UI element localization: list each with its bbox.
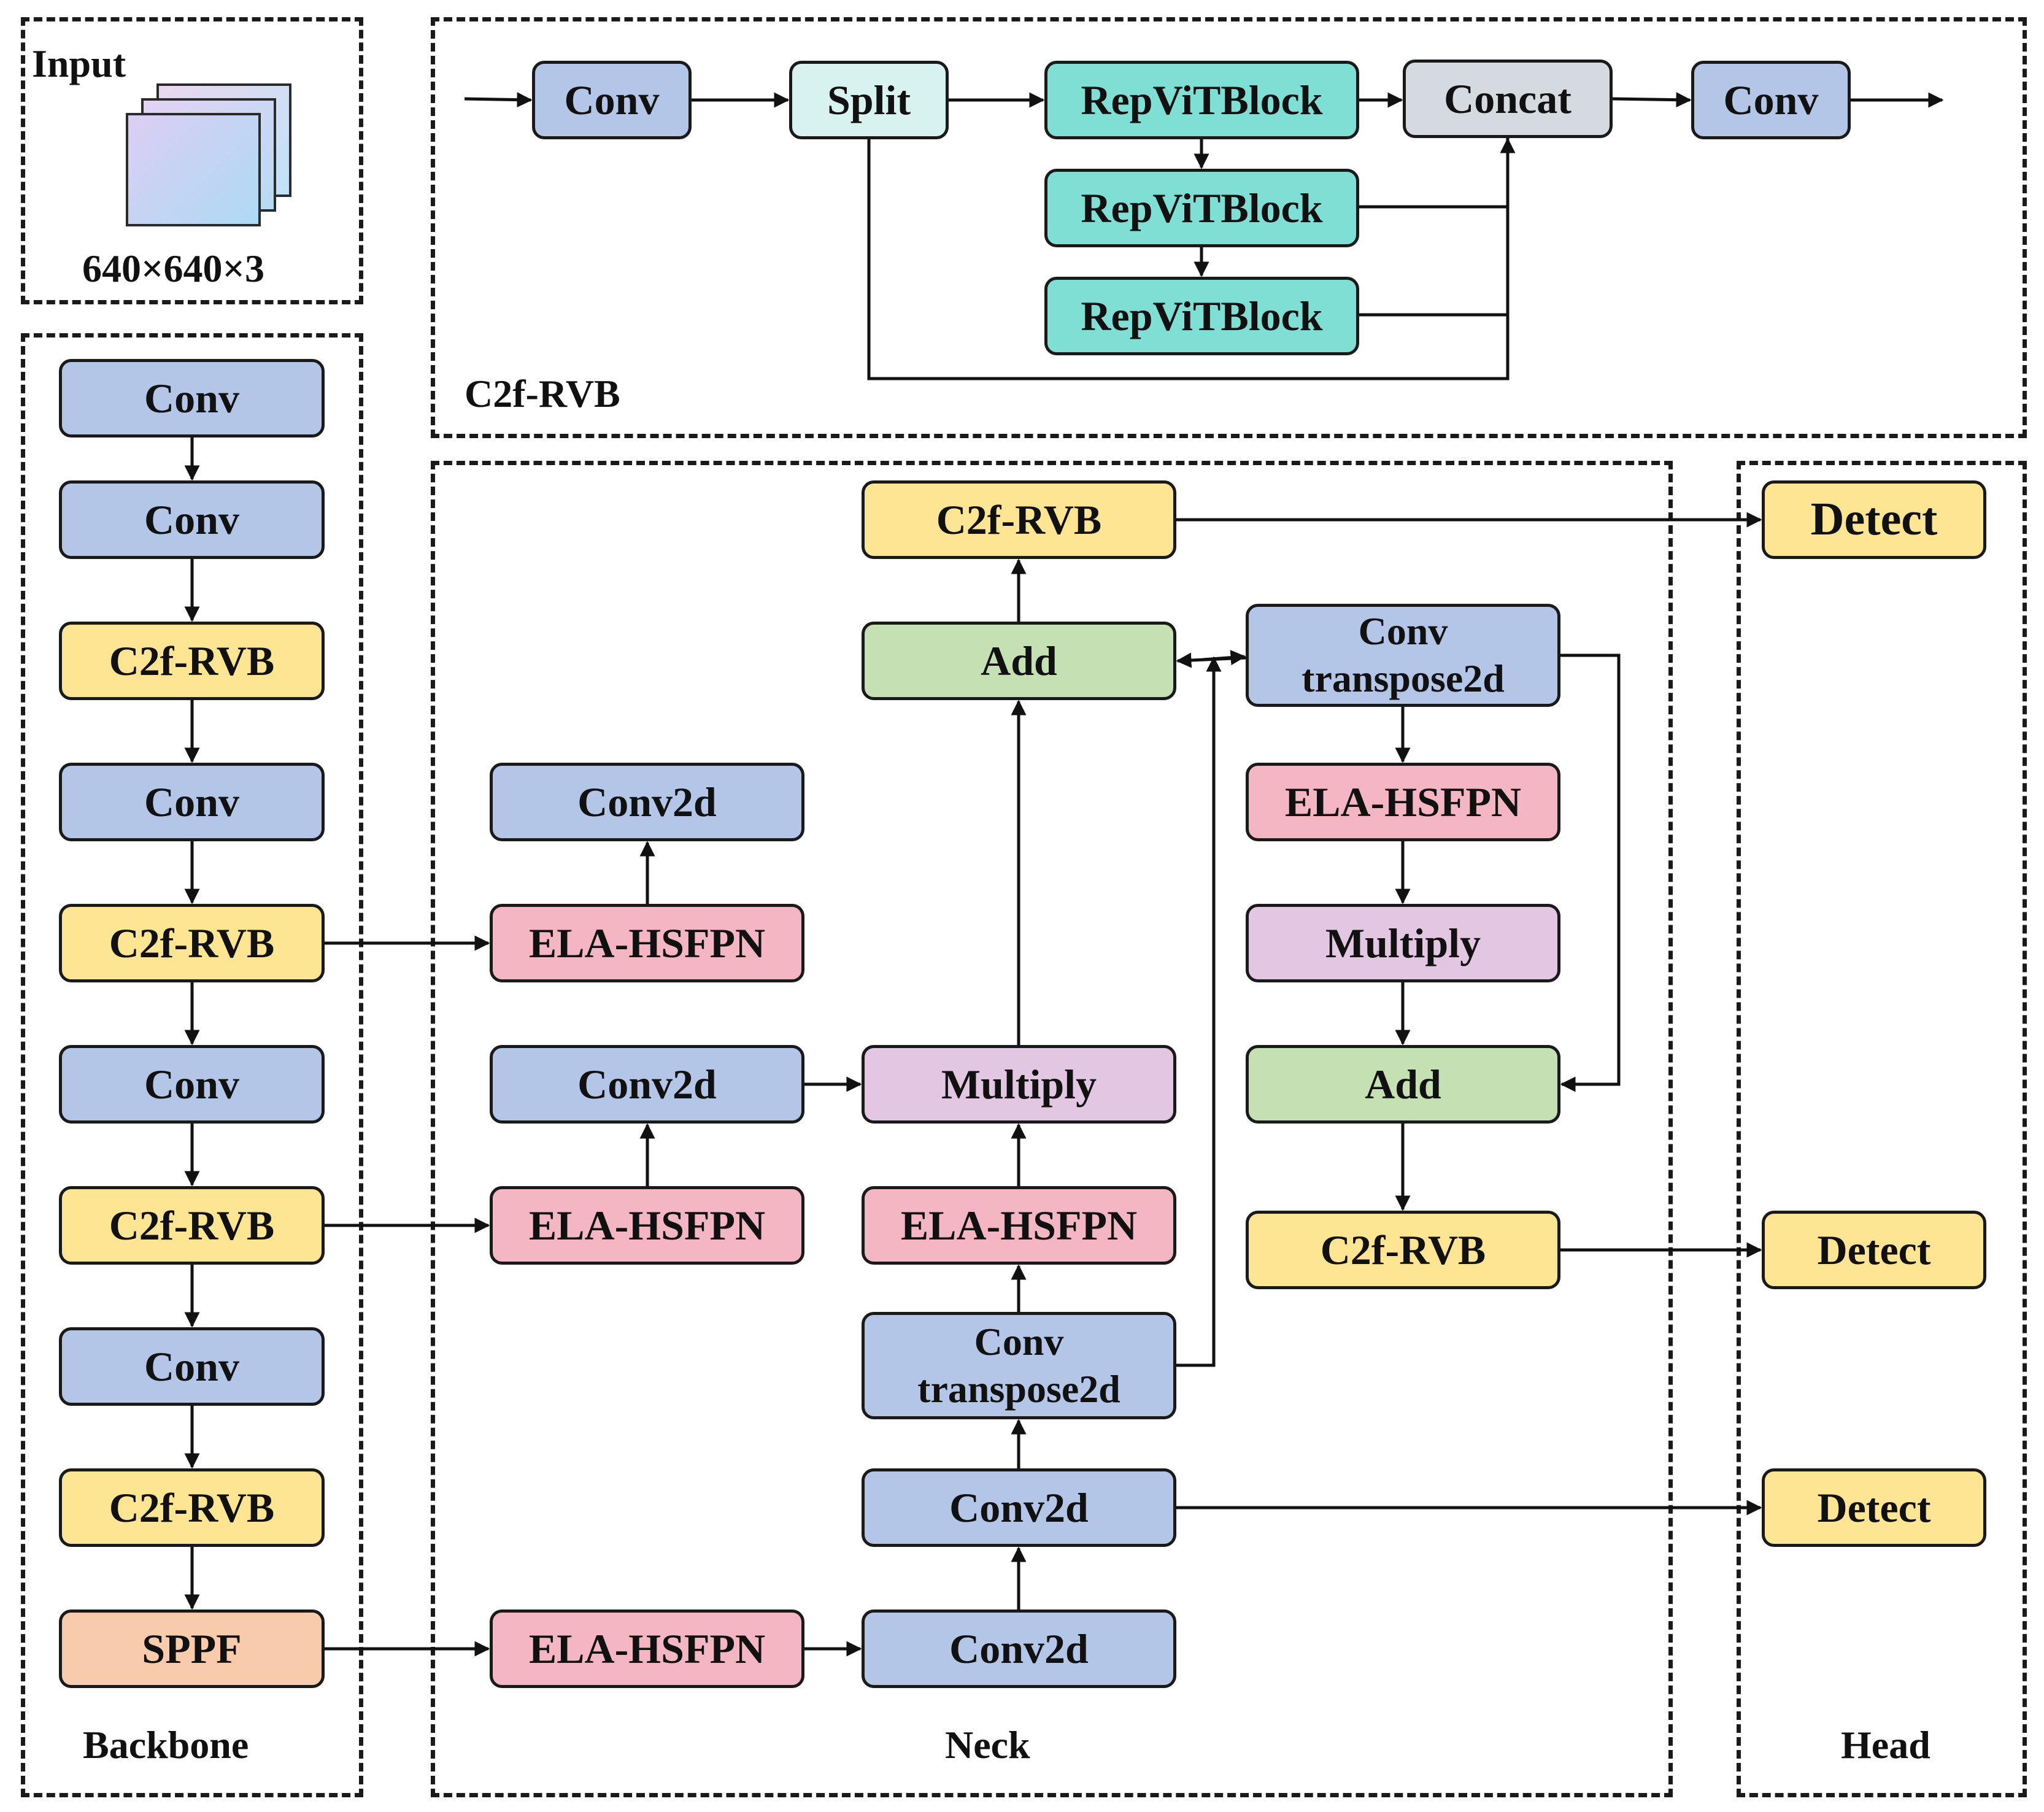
neck-ela-hsfpn-a: ELA-HSFPN <box>490 904 804 982</box>
neck-label: Neck <box>945 1723 1030 1767</box>
c2f-repvit-block-2: RepViTBlock <box>1044 169 1359 247</box>
c2f-rvb-panel-label: C2f-RVB <box>465 372 620 415</box>
neck-conv2d-bottom: Conv2d <box>862 1610 1176 1688</box>
neck-multiply-middle: Multiply <box>862 1045 1176 1124</box>
neck-add-middle: Add <box>862 622 1176 700</box>
backbone-label: Backbone <box>83 1723 249 1767</box>
neck-multiply-right: Multiply <box>1246 904 1560 982</box>
neck-conv2d-middle: Conv2d <box>862 1468 1176 1547</box>
backbone-conv-1: Conv <box>59 359 325 438</box>
head-panel <box>1737 461 2027 1797</box>
input-label: Input <box>32 42 126 85</box>
input-size-label: 640×640×3 <box>82 247 264 290</box>
backbone-c2f-rvb-4: C2f-RVB <box>59 1468 325 1547</box>
backbone-c2f-rvb-3: C2f-RVB <box>59 1186 325 1265</box>
input-panel <box>21 17 363 304</box>
neck-conv2d-b: Conv2d <box>490 1045 804 1124</box>
backbone-c2f-rvb-1: C2f-RVB <box>59 622 325 700</box>
neck-conv-transpose2d-right: Conv transpose2d <box>1246 604 1560 707</box>
neck-ela-hsfpn-right: ELA-HSFPN <box>1246 763 1560 841</box>
backbone-conv-2: Conv <box>59 480 325 559</box>
neck-c2f-rvb-right: C2f-RVB <box>1246 1211 1560 1289</box>
c2f-rvb-panel <box>431 17 2027 438</box>
neck-panel <box>431 461 1673 1797</box>
head-detect-2: Detect <box>1762 1211 1986 1289</box>
neck-conv2d-a: Conv2d <box>490 763 804 841</box>
neck-c2f-rvb-top: C2f-RVB <box>862 480 1176 559</box>
c2f-conv-in-node: Conv <box>532 61 692 139</box>
backbone-panel <box>21 333 363 1797</box>
backbone-c2f-rvb-2: C2f-RVB <box>59 904 325 982</box>
neck-ela-hsfpn-middle: ELA-HSFPN <box>862 1186 1176 1265</box>
head-detect-3: Detect <box>1762 1468 1986 1547</box>
backbone-sppf: SPPF <box>59 1610 325 1688</box>
head-label: Head <box>1841 1723 1930 1767</box>
c2f-repvit-block-1: RepViTBlock <box>1044 61 1359 139</box>
head-detect-1: Detect <box>1762 480 1986 559</box>
neck-conv-transpose2d-middle: Conv transpose2d <box>862 1312 1176 1419</box>
neck-ela-hsfpn-b: ELA-HSFPN <box>490 1186 804 1265</box>
c2f-split-node: Split <box>789 61 949 139</box>
c2f-repvit-block-3: RepViTBlock <box>1044 277 1359 355</box>
backbone-conv-5: Conv <box>59 1327 325 1406</box>
c2f-conv-out-node: Conv <box>1691 61 1851 139</box>
neck-add-right: Add <box>1246 1045 1560 1124</box>
backbone-conv-4: Conv <box>59 1045 325 1124</box>
c2f-concat-node: Concat <box>1403 60 1613 138</box>
backbone-conv-3: Conv <box>59 763 325 841</box>
neck-ela-hsfpn-c: ELA-HSFPN <box>490 1610 804 1688</box>
